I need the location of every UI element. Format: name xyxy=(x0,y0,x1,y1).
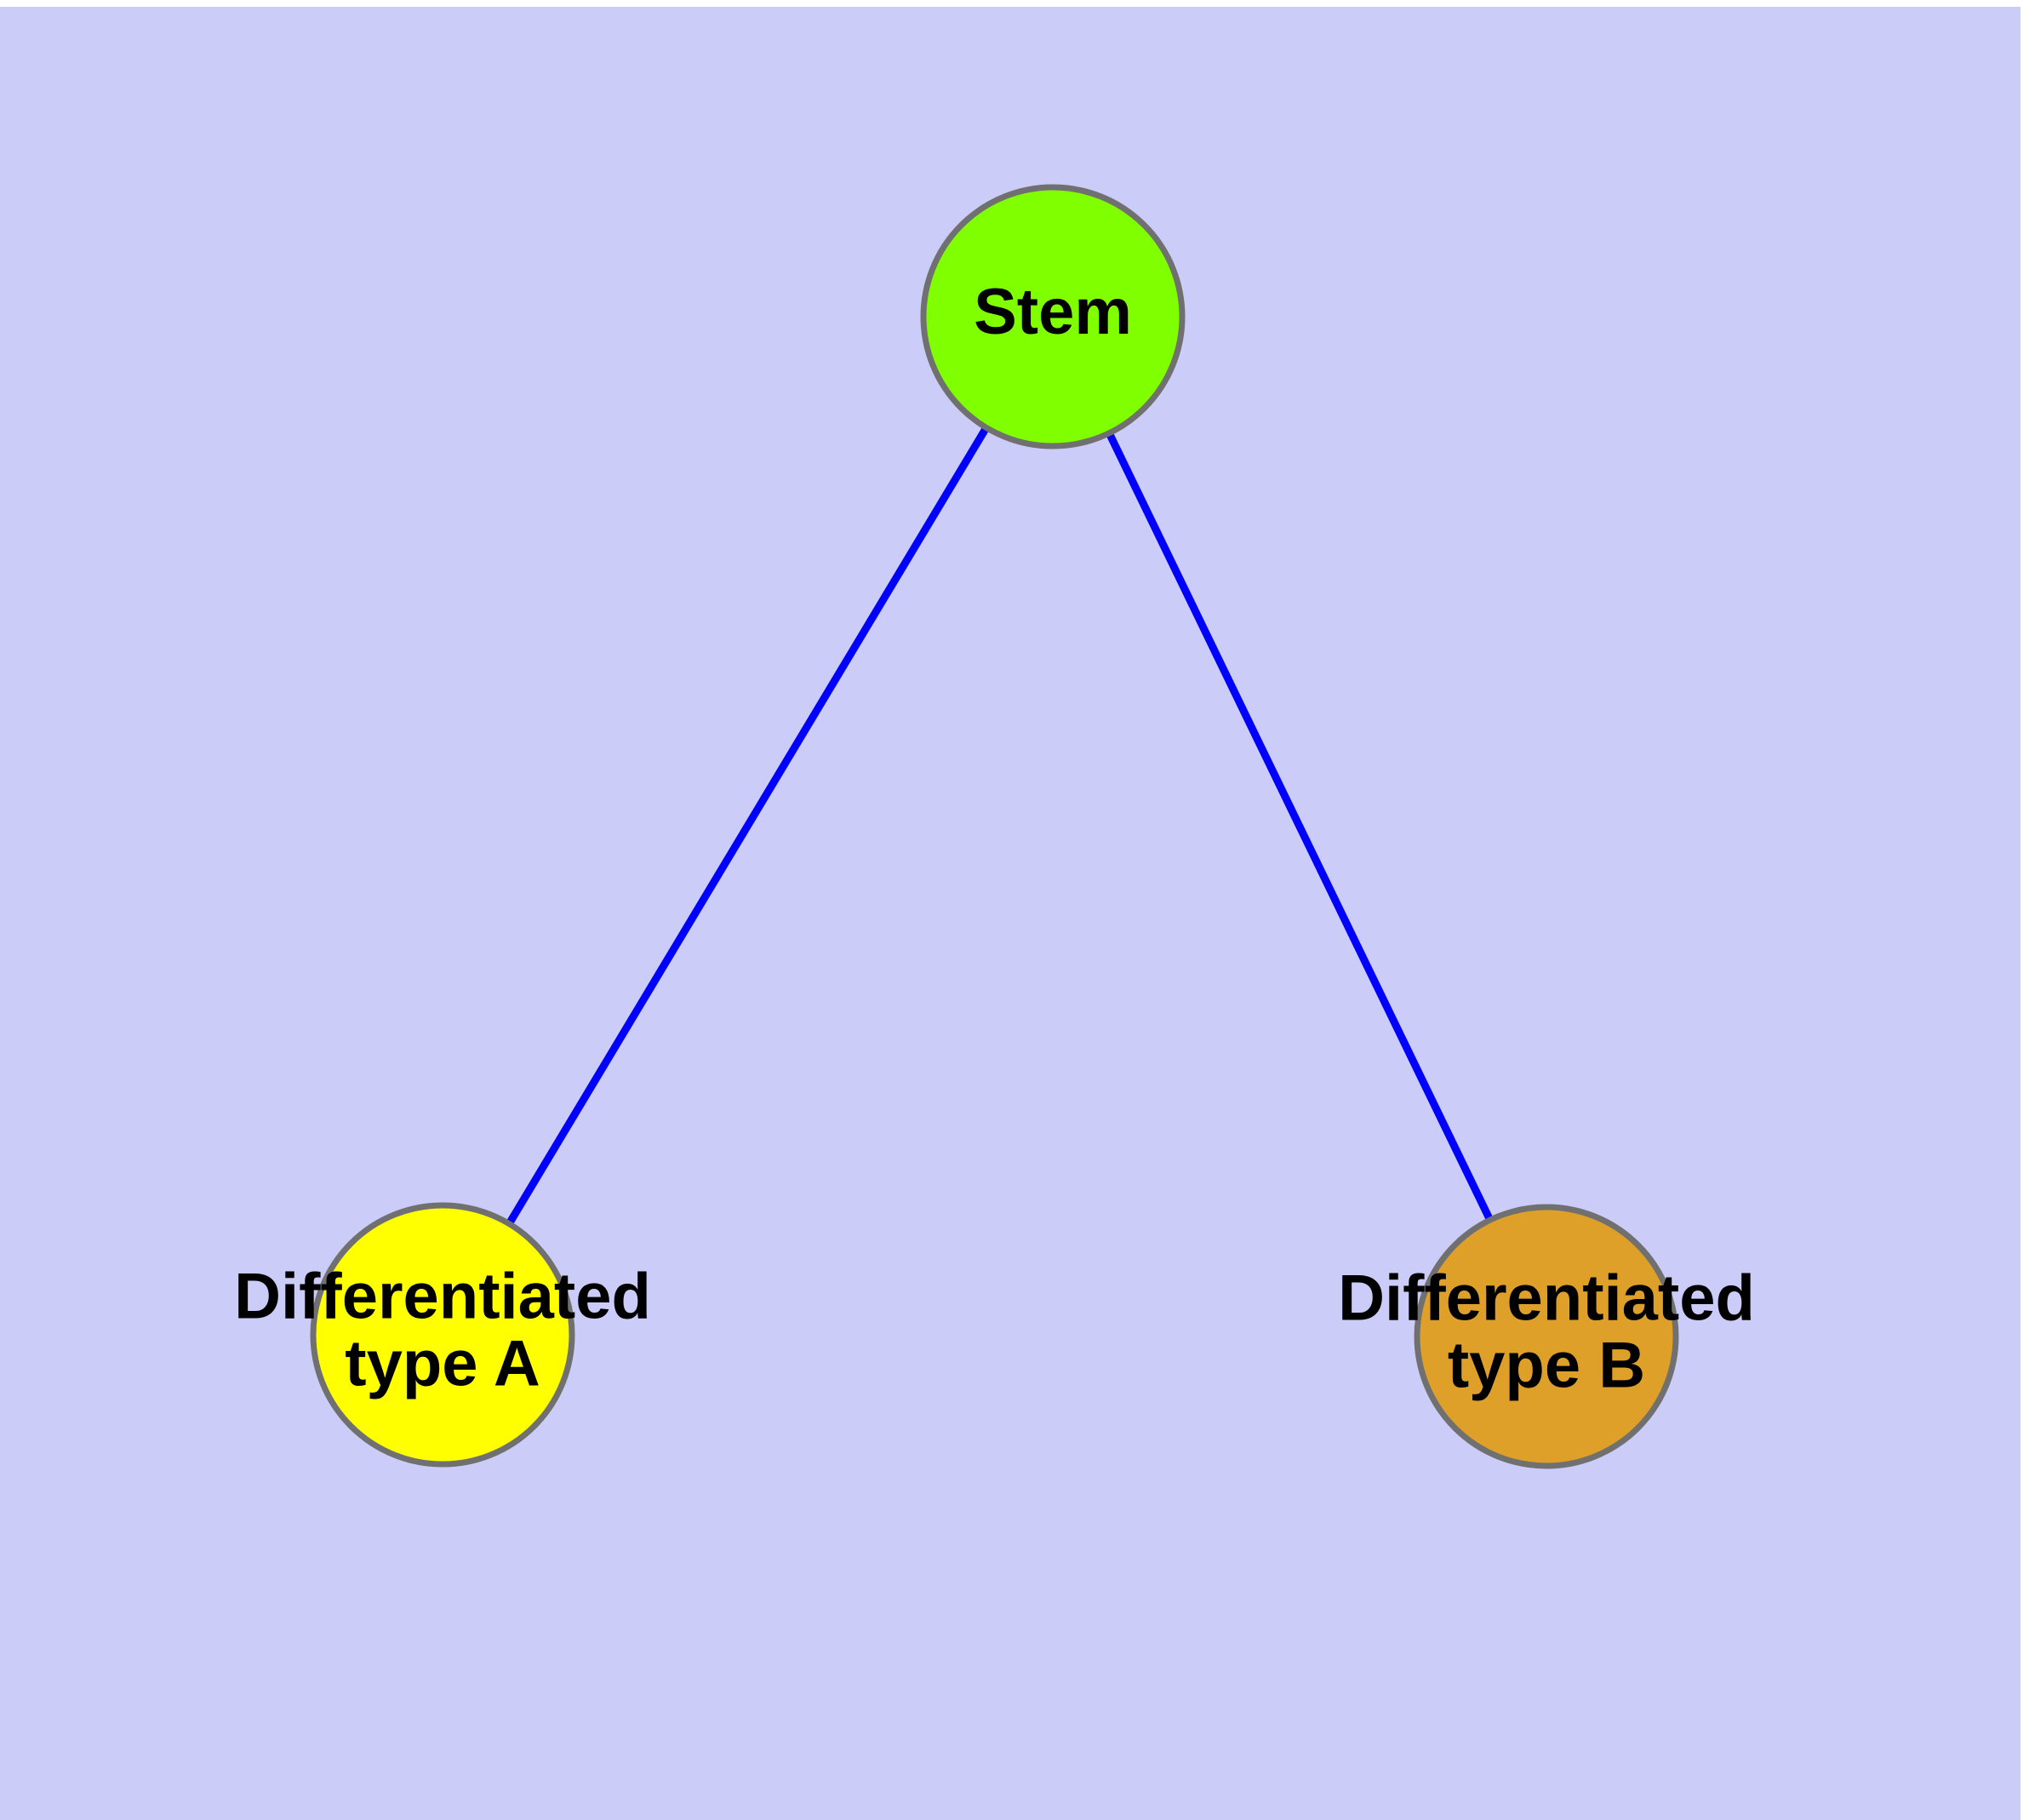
node-stem-label: Stem xyxy=(974,276,1132,348)
edge-stem-to-differentiated-type-b[interactable] xyxy=(1049,315,1551,1338)
edge-layer xyxy=(439,314,1551,1338)
node-differentiated-type-a-circle[interactable] xyxy=(310,1202,575,1468)
node-differentiated-type-a[interactable] xyxy=(310,1202,575,1468)
node-differentiated-type-b-circle[interactable] xyxy=(1414,1204,1679,1469)
node-differentiated-type-b[interactable] xyxy=(1414,1204,1679,1469)
node-layer xyxy=(310,184,1679,1469)
node-stem-circle[interactable] xyxy=(920,184,1186,449)
edge-stem-to-differentiated-type-a[interactable] xyxy=(439,314,1056,1337)
node-stem[interactable] xyxy=(920,184,1186,449)
